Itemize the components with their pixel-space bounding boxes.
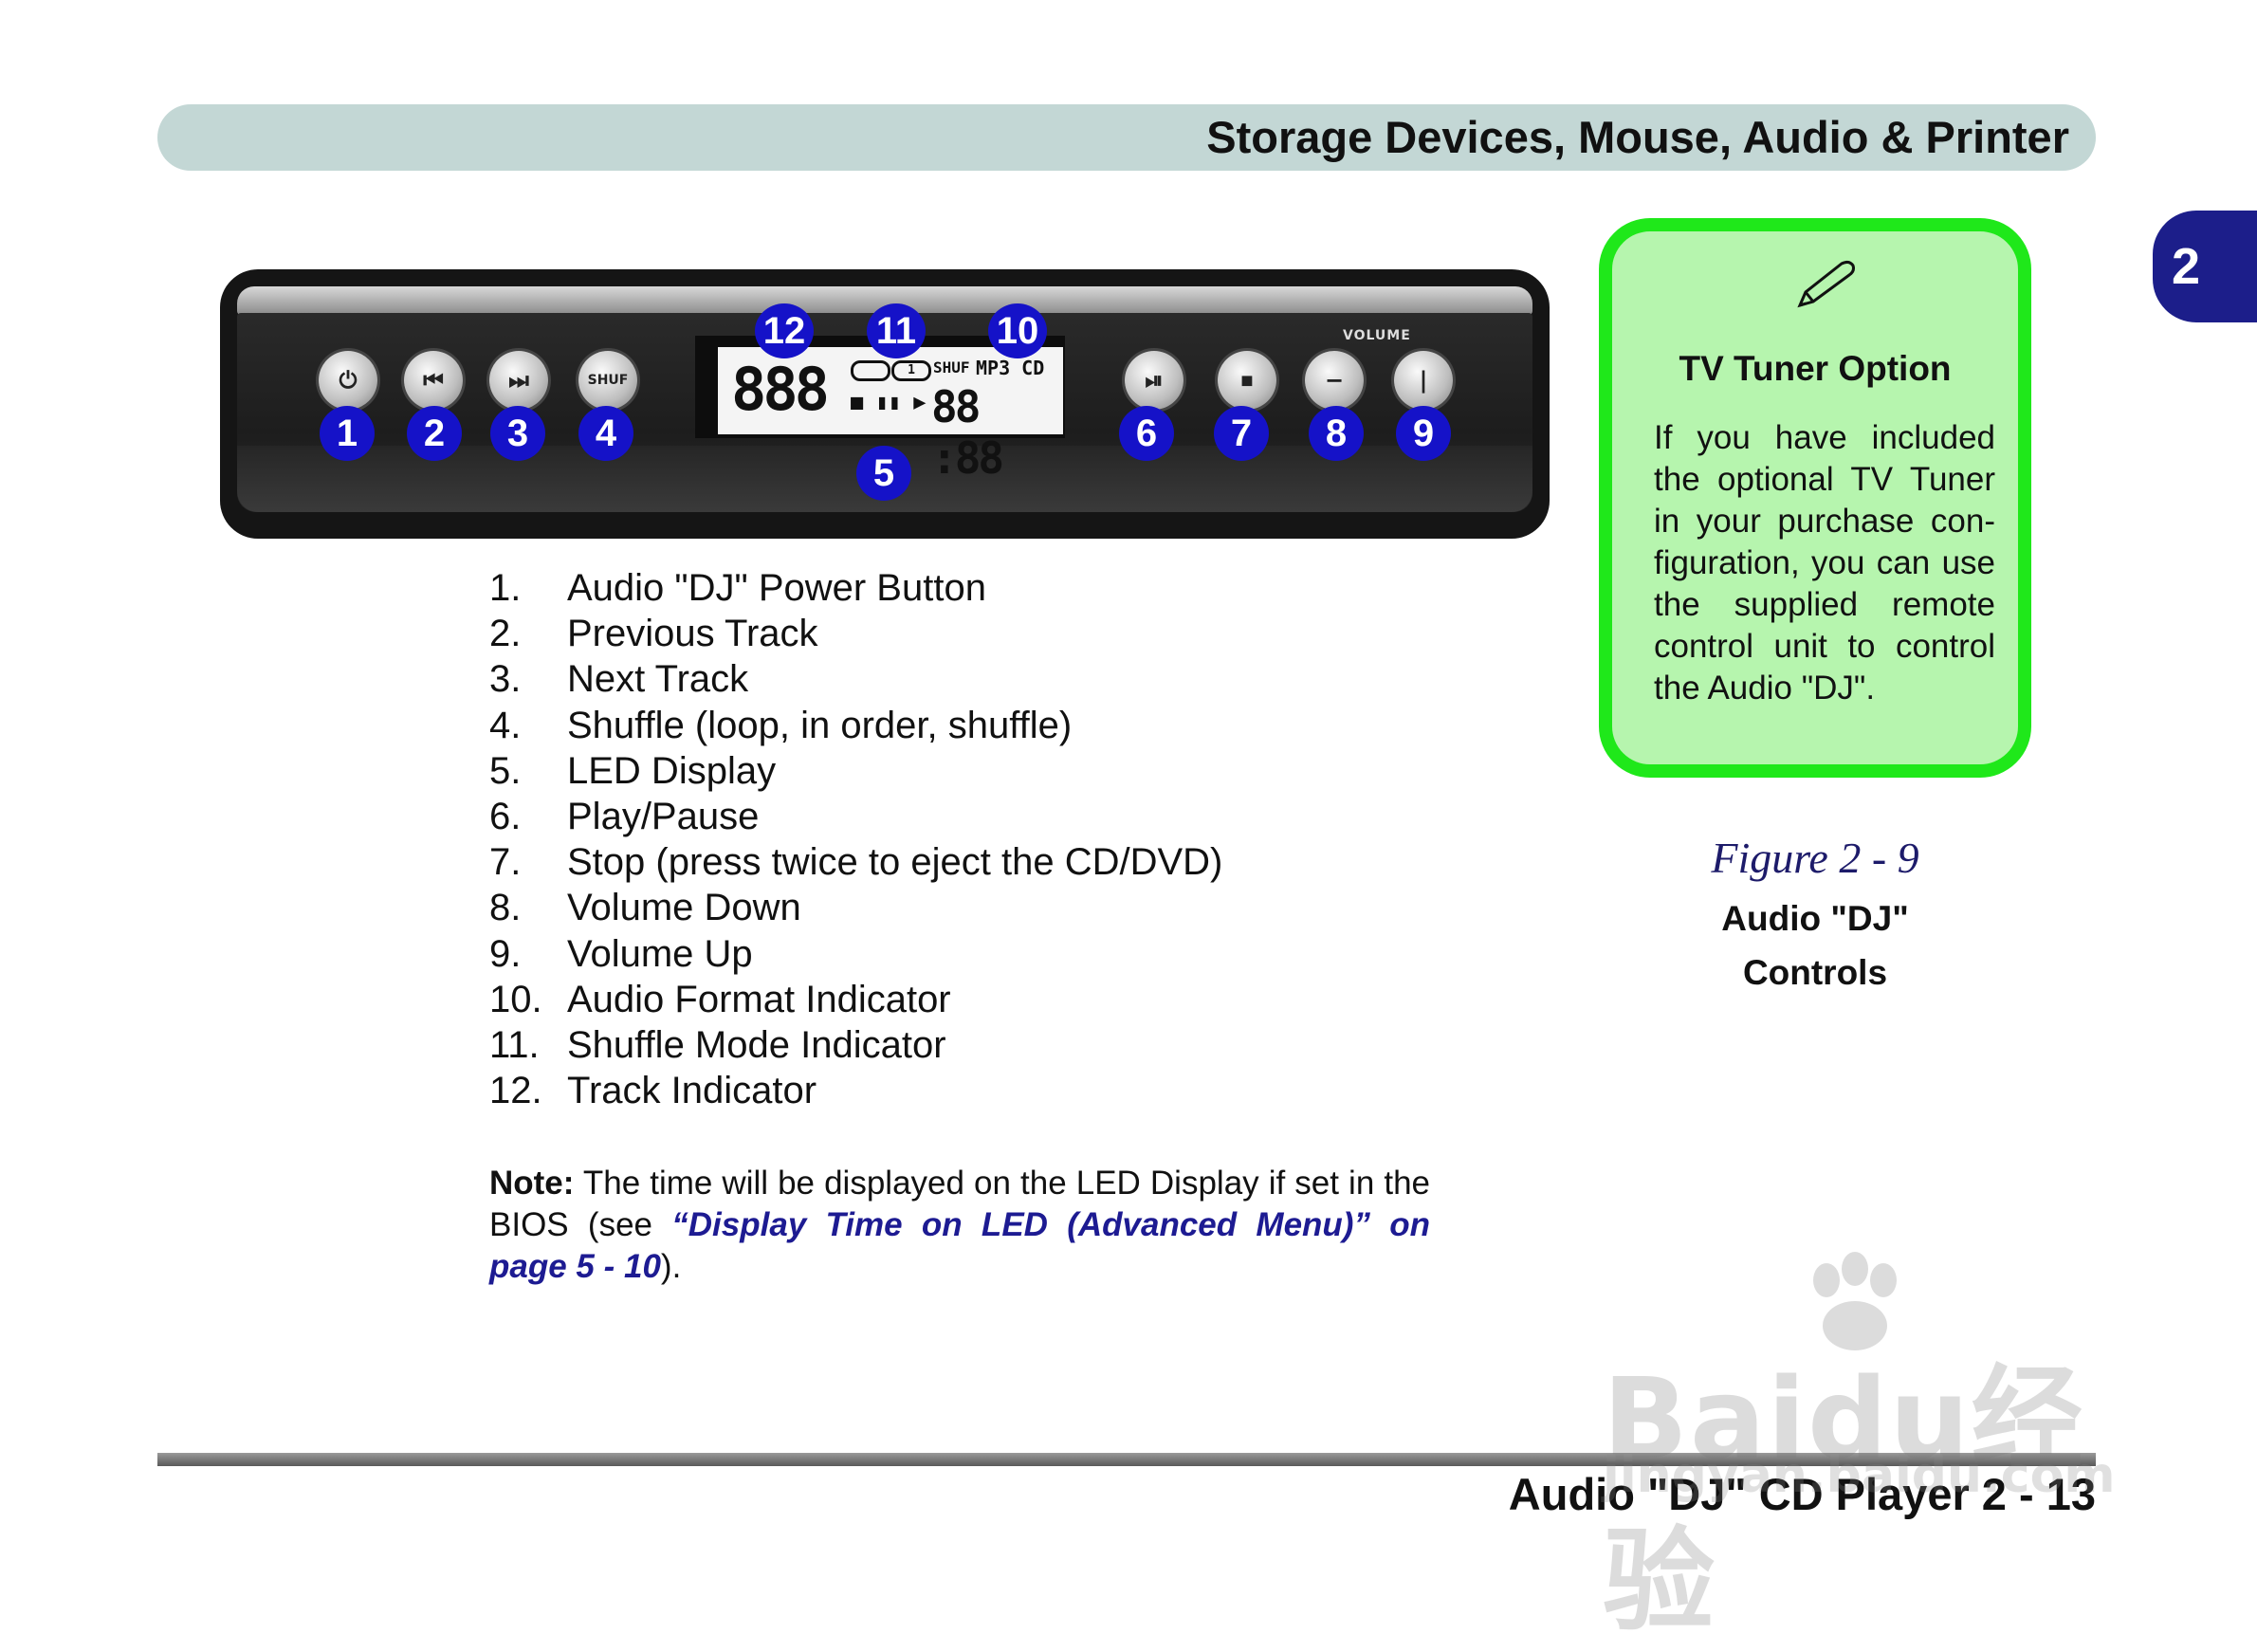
volume-label: VOLUME bbox=[1343, 328, 1411, 343]
tip-body: If you have included the optional TV Tun… bbox=[1654, 419, 1995, 707]
list-item: 3. Next Track bbox=[489, 656, 1438, 702]
previous-track-icon: ⏮ bbox=[404, 351, 463, 410]
list-text: Shuffle Mode Indicator bbox=[567, 1023, 946, 1066]
note-text: The time will be displayed on the LED Di… bbox=[489, 1165, 1430, 1243]
list-number: 7. bbox=[489, 841, 522, 884]
note-paragraph: Note: The time will be displayed on the … bbox=[489, 1163, 1430, 1288]
figure-label: Figure 2 - 9 bbox=[1711, 834, 1919, 882]
list-text: Stop (press twice to eject the CD/DVD) bbox=[567, 841, 1223, 884]
list-number: 10. bbox=[489, 978, 542, 1020]
note-label: Note: bbox=[489, 1165, 575, 1202]
tip-title: TV Tuner Option bbox=[1679, 349, 1952, 388]
lcd-track-digits: 888 bbox=[731, 355, 830, 424]
paw-icon bbox=[1813, 1252, 1897, 1350]
chapter-tab: 2 bbox=[2153, 211, 2257, 322]
callout-1: 1 bbox=[320, 406, 375, 461]
list-number: 6. bbox=[489, 795, 522, 837]
lcd-format-label: MP3 CD bbox=[976, 357, 1045, 379]
footer-rule bbox=[157, 1453, 2096, 1466]
list-item: 1. Audio "DJ" Power Button bbox=[489, 565, 1438, 611]
list-text: LED Display bbox=[567, 749, 777, 792]
list-number: 2. bbox=[489, 613, 522, 655]
list-text: Audio Format Indicator bbox=[567, 978, 951, 1020]
controls-list: 1. Audio "DJ" Power Button 2. Previous Tra… bbox=[489, 565, 1438, 1113]
list-item: 6. Play/Pause bbox=[489, 794, 1438, 839]
list-item: 5. LED Display bbox=[489, 748, 1438, 794]
list-item: 4. Shuffle (loop, in order, shuffle) bbox=[489, 703, 1438, 748]
list-text: Next Track bbox=[567, 658, 749, 701]
list-item: 11. Shuffle Mode Indicator bbox=[489, 1022, 1438, 1068]
list-text: Play/Pause bbox=[567, 795, 760, 837]
list-text: Volume Up bbox=[567, 932, 753, 975]
list-item: 2. Previous Track bbox=[489, 611, 1438, 656]
list-text: Previous Track bbox=[567, 613, 818, 655]
note-text-end: ). bbox=[660, 1248, 682, 1285]
tip-box: TV Tuner Option If you have included the… bbox=[1599, 218, 2031, 778]
list-number: 4. bbox=[489, 704, 522, 746]
repeat-one-icon: 1 bbox=[891, 360, 931, 381]
callout-11: 11 bbox=[867, 303, 926, 358]
list-text: Audio "DJ" Power Button bbox=[567, 567, 986, 609]
list-item: 12. Track Indicator bbox=[489, 1068, 1438, 1113]
header-bar: Storage Devices, Mouse, Audio & Printer bbox=[157, 104, 2096, 171]
list-item: 7. Stop (press twice to eject the CD/DVD) bbox=[489, 839, 1438, 885]
list-text: Volume Down bbox=[567, 887, 801, 929]
power-icon: ⏻ bbox=[319, 351, 377, 410]
figure-title: Audio "DJ" Controls bbox=[1599, 891, 2031, 1000]
list-number: 3. bbox=[489, 658, 522, 701]
footer-page-label: Audio "DJ" CD Player 2 - 13 bbox=[1508, 1469, 2096, 1519]
callout-10: 10 bbox=[988, 303, 1047, 358]
next-track-icon: ⏭ bbox=[489, 351, 548, 410]
list-text: Shuffle (loop, in order, shuffle) bbox=[567, 704, 1073, 746]
list-item: 10. Audio Format Indicator bbox=[489, 977, 1438, 1022]
list-number: 12. bbox=[489, 1070, 542, 1112]
list-number: 9. bbox=[489, 932, 522, 975]
callout-6: 6 bbox=[1119, 406, 1174, 461]
lcd-time-digits: 88 :88 bbox=[931, 381, 1004, 484]
lcd-transport-icons: ■ ▮▮ ▶ bbox=[851, 391, 927, 414]
stop-eject-icon: ⏹ bbox=[1218, 351, 1276, 410]
list-number: 5. bbox=[489, 749, 522, 792]
callout-4: 4 bbox=[578, 406, 633, 461]
volume-down-icon: − bbox=[1305, 351, 1364, 410]
header-title: Storage Devices, Mouse, Audio & Printer bbox=[1206, 112, 2069, 162]
callout-9: 9 bbox=[1396, 406, 1451, 461]
list-item: 9. Volume Up bbox=[489, 931, 1438, 977]
shuffle-button-icon: SHUF bbox=[578, 351, 637, 410]
figure-title-line2: Controls bbox=[1742, 953, 1888, 992]
list-text: Track Indicator bbox=[567, 1070, 817, 1112]
cross-reference-link[interactable]: “Display Time on LED (Advanced Menu)” on… bbox=[489, 1206, 1430, 1285]
callout-8: 8 bbox=[1309, 406, 1364, 461]
callout-12: 12 bbox=[755, 303, 814, 358]
list-number: 1. bbox=[489, 567, 522, 609]
loop-icon bbox=[851, 360, 890, 381]
chapter-number: 2 bbox=[2171, 238, 2201, 295]
baidu-watermark: Baidu经验 jingyan.baidu.com bbox=[1603, 1252, 2134, 1646]
callout-2: 2 bbox=[407, 406, 462, 461]
play-pause-icon: ⏯ bbox=[1125, 351, 1184, 410]
callout-7: 7 bbox=[1214, 406, 1269, 461]
lcd-shuffle-label: SHUF bbox=[933, 358, 970, 376]
list-number: 11. bbox=[489, 1023, 540, 1066]
led-display: 888 1 SHUF MP3 CD ■ ▮▮ ▶ 88 :88 bbox=[718, 347, 1063, 484]
list-number: 8. bbox=[489, 887, 522, 929]
callout-5: 5 bbox=[856, 446, 911, 501]
list-item: 8. Volume Down bbox=[489, 885, 1438, 930]
pen-icon bbox=[1797, 260, 1855, 308]
watermark-main: Baidu经验 bbox=[1603, 1353, 2085, 1646]
callout-3: 3 bbox=[490, 406, 545, 461]
watermark-sub: jingyan.baidu.com bbox=[1603, 1447, 2116, 1504]
volume-up-icon: | bbox=[1394, 351, 1453, 410]
figure-title-line1: Audio "DJ" bbox=[1721, 899, 1909, 938]
